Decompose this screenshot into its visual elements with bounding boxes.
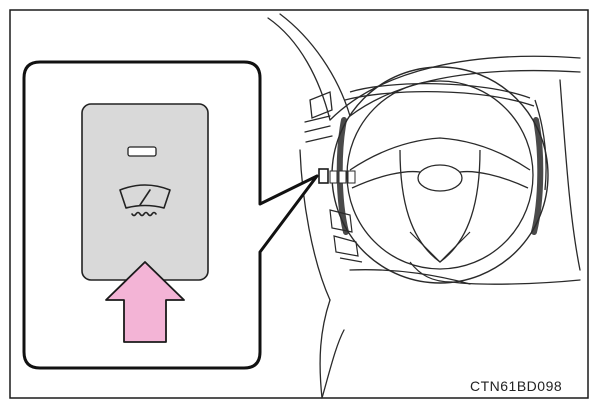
wiper-deicer-switch[interactable] (81, 103, 209, 281)
dashboard-outline (267, 13, 581, 399)
figure-code: CTN61BD098 (470, 378, 563, 394)
wiper-deicer-icon (119, 184, 171, 217)
switch-cluster-icon (318, 168, 356, 184)
press-arrow-icon (105, 261, 185, 343)
steering-column-icon (329, 209, 453, 283)
indicator-light (127, 146, 157, 157)
